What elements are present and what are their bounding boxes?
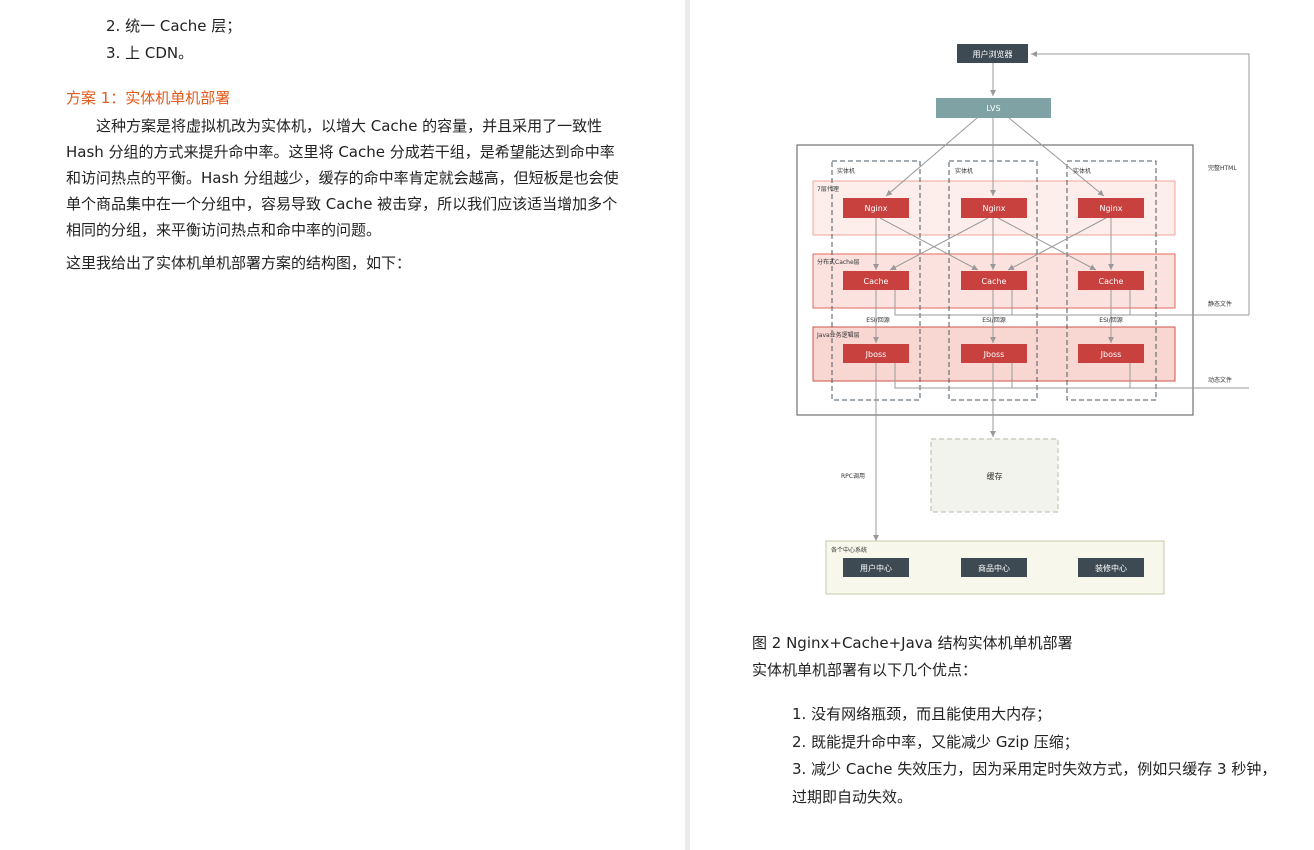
machine-label: 实体机: [955, 167, 973, 175]
esi-label: ESI/回源: [866, 316, 889, 324]
cache-box: [843, 271, 909, 290]
machine-label: 实体机: [1073, 167, 1091, 175]
cache-label: Cache: [864, 277, 889, 286]
intro-line: 这里我给出了实体机单机部署方案的结构图，如下：: [66, 254, 412, 272]
body-paragraph: 这种方案是将虚拟机改为实体机，以增大 Cache 的容量，并且采用了一致性 Ha…: [66, 117, 619, 239]
left-page: 2. 统一 Cache 层； 3. 上 CDN。 方案 1：实体机单机部署 这种…: [0, 0, 685, 850]
layer-label-proxy: 7层代理: [817, 185, 839, 193]
dynamic-file-label: 动态文件: [1208, 376, 1232, 384]
nginx-box: [843, 198, 909, 218]
machine-column: [1066, 160, 1157, 401]
section-heading: 方案 1：实体机单机部署: [66, 89, 231, 107]
advantage-item: 过期即自动失效。: [792, 788, 913, 806]
lvs-label: LVS: [986, 104, 1000, 113]
jboss-label: Jboss: [1100, 350, 1122, 359]
lvs-box: [936, 98, 1051, 118]
full-html-label: 完整HTML: [1208, 164, 1237, 172]
list-item: 3. 上 CDN。: [106, 44, 194, 62]
browser-box: [957, 44, 1028, 63]
static-file-label: 静态文件: [1208, 300, 1232, 308]
outer-box: [796, 144, 1194, 416]
nginx-box: [961, 198, 1027, 218]
center-label: 用户中心: [860, 563, 892, 573]
nginx-label: Nginx: [1099, 204, 1122, 213]
centers-title: 各个中心系统: [831, 546, 867, 554]
cache-store-label: 缓存: [987, 471, 1003, 481]
jboss-box: [843, 344, 909, 363]
right-page: 用户浏览器 LVS 实体机 实体机 实体机 7层代理 分布式Cache层 Jav…: [690, 0, 1314, 850]
cache-store-box: [930, 438, 1059, 513]
esi-label: ESI/回源: [1099, 316, 1122, 324]
cache-box: [961, 271, 1027, 290]
cache-label: Cache: [982, 277, 1007, 286]
nginx-box: [1078, 198, 1144, 218]
advantage-item: 2. 既能提升命中率，又能减少 Gzip 压缩；: [792, 733, 1079, 751]
advantages-intro: 实体机单机部署有以下几个优点：: [752, 661, 978, 679]
layer-label-cache: 分布式Cache层: [817, 258, 860, 266]
list-item: 2. 统一 Cache 层；: [106, 17, 242, 35]
center-box: [1078, 558, 1144, 577]
nginx-label: Nginx: [864, 204, 887, 213]
cache-box: [1078, 271, 1144, 290]
architecture-diagram: 用户浏览器 LVS 实体机 实体机 实体机 7层代理 分布式Cache层 Jav…: [796, 44, 1250, 595]
advantage-item: 1. 没有网络瓶颈，而且能使用大内存；: [792, 705, 1052, 723]
jboss-label: Jboss: [983, 350, 1005, 359]
cache-label: Cache: [1099, 277, 1124, 286]
esi-label: ESI/回源: [982, 316, 1005, 324]
center-box: [843, 558, 909, 577]
machine-label: 实体机: [837, 167, 855, 175]
browser-label: 用户浏览器: [973, 49, 1013, 59]
center-label: 商品中心: [978, 563, 1010, 573]
jboss-label: Jboss: [865, 350, 887, 359]
jboss-box: [961, 344, 1027, 363]
center-label: 装修中心: [1095, 563, 1127, 573]
layer-label-java: Java业务逻辑层: [816, 331, 860, 339]
rpc-label: RPC调用: [841, 472, 865, 480]
center-box: [961, 558, 1027, 577]
advantage-item: 3. 减少 Cache 失效压力，因为采用定时失效方式，例如只缓存 3 秒钟，: [792, 760, 1277, 778]
figure-caption: 图 2 Nginx+Cache+Java 结构实体机单机部署: [752, 634, 1073, 652]
nginx-label: Nginx: [982, 204, 1005, 213]
jboss-box: [1078, 344, 1144, 363]
